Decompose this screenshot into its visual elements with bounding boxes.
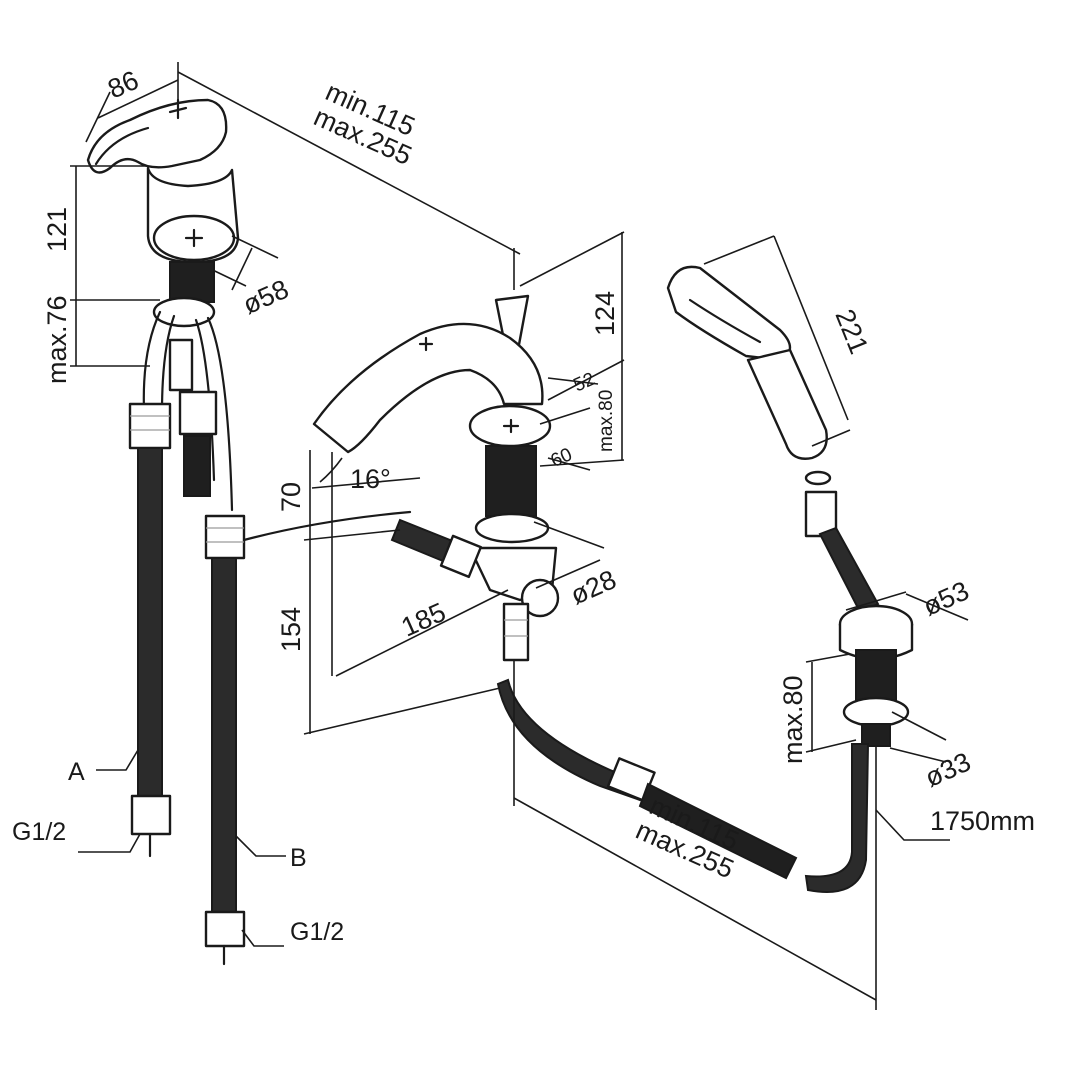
dim-spout-70: 70 — [276, 482, 306, 512]
dim-holder-height: max.80 — [778, 675, 808, 764]
dim-base-height: max.76 — [42, 295, 72, 384]
dim-spout-height: 124 — [590, 291, 620, 336]
dim-spout-angle: 16° — [350, 464, 391, 494]
label-hose-a: A — [68, 758, 85, 786]
label-hose-b: B — [290, 844, 307, 872]
dim-handshower-length: 221 — [829, 305, 874, 358]
dim-handle-width: 86 — [103, 65, 143, 105]
dim-hose-length: 1750mm — [930, 806, 1035, 836]
dim-holder-diameter: ø53 — [919, 575, 974, 621]
mixer-handle-unit — [70, 62, 412, 966]
dim-handle-height: 121 — [42, 207, 72, 252]
dim-handle-diameter: ø58 — [238, 274, 293, 320]
hand-shower-unit — [666, 235, 969, 893]
dim-body-52: 52 — [570, 369, 598, 397]
dim-body-60: 60 — [548, 444, 576, 472]
dim-holder-shank: ø33 — [921, 747, 976, 793]
dim-spout-154: 154 — [276, 607, 306, 652]
label-thread-a: G1/2 — [12, 818, 66, 846]
spout-unit — [177, 71, 877, 1010]
dim-spout-reach: 185 — [397, 597, 450, 643]
label-thread-b: G1/2 — [290, 918, 344, 946]
dim-spout-body-height: max.80 — [596, 390, 617, 452]
